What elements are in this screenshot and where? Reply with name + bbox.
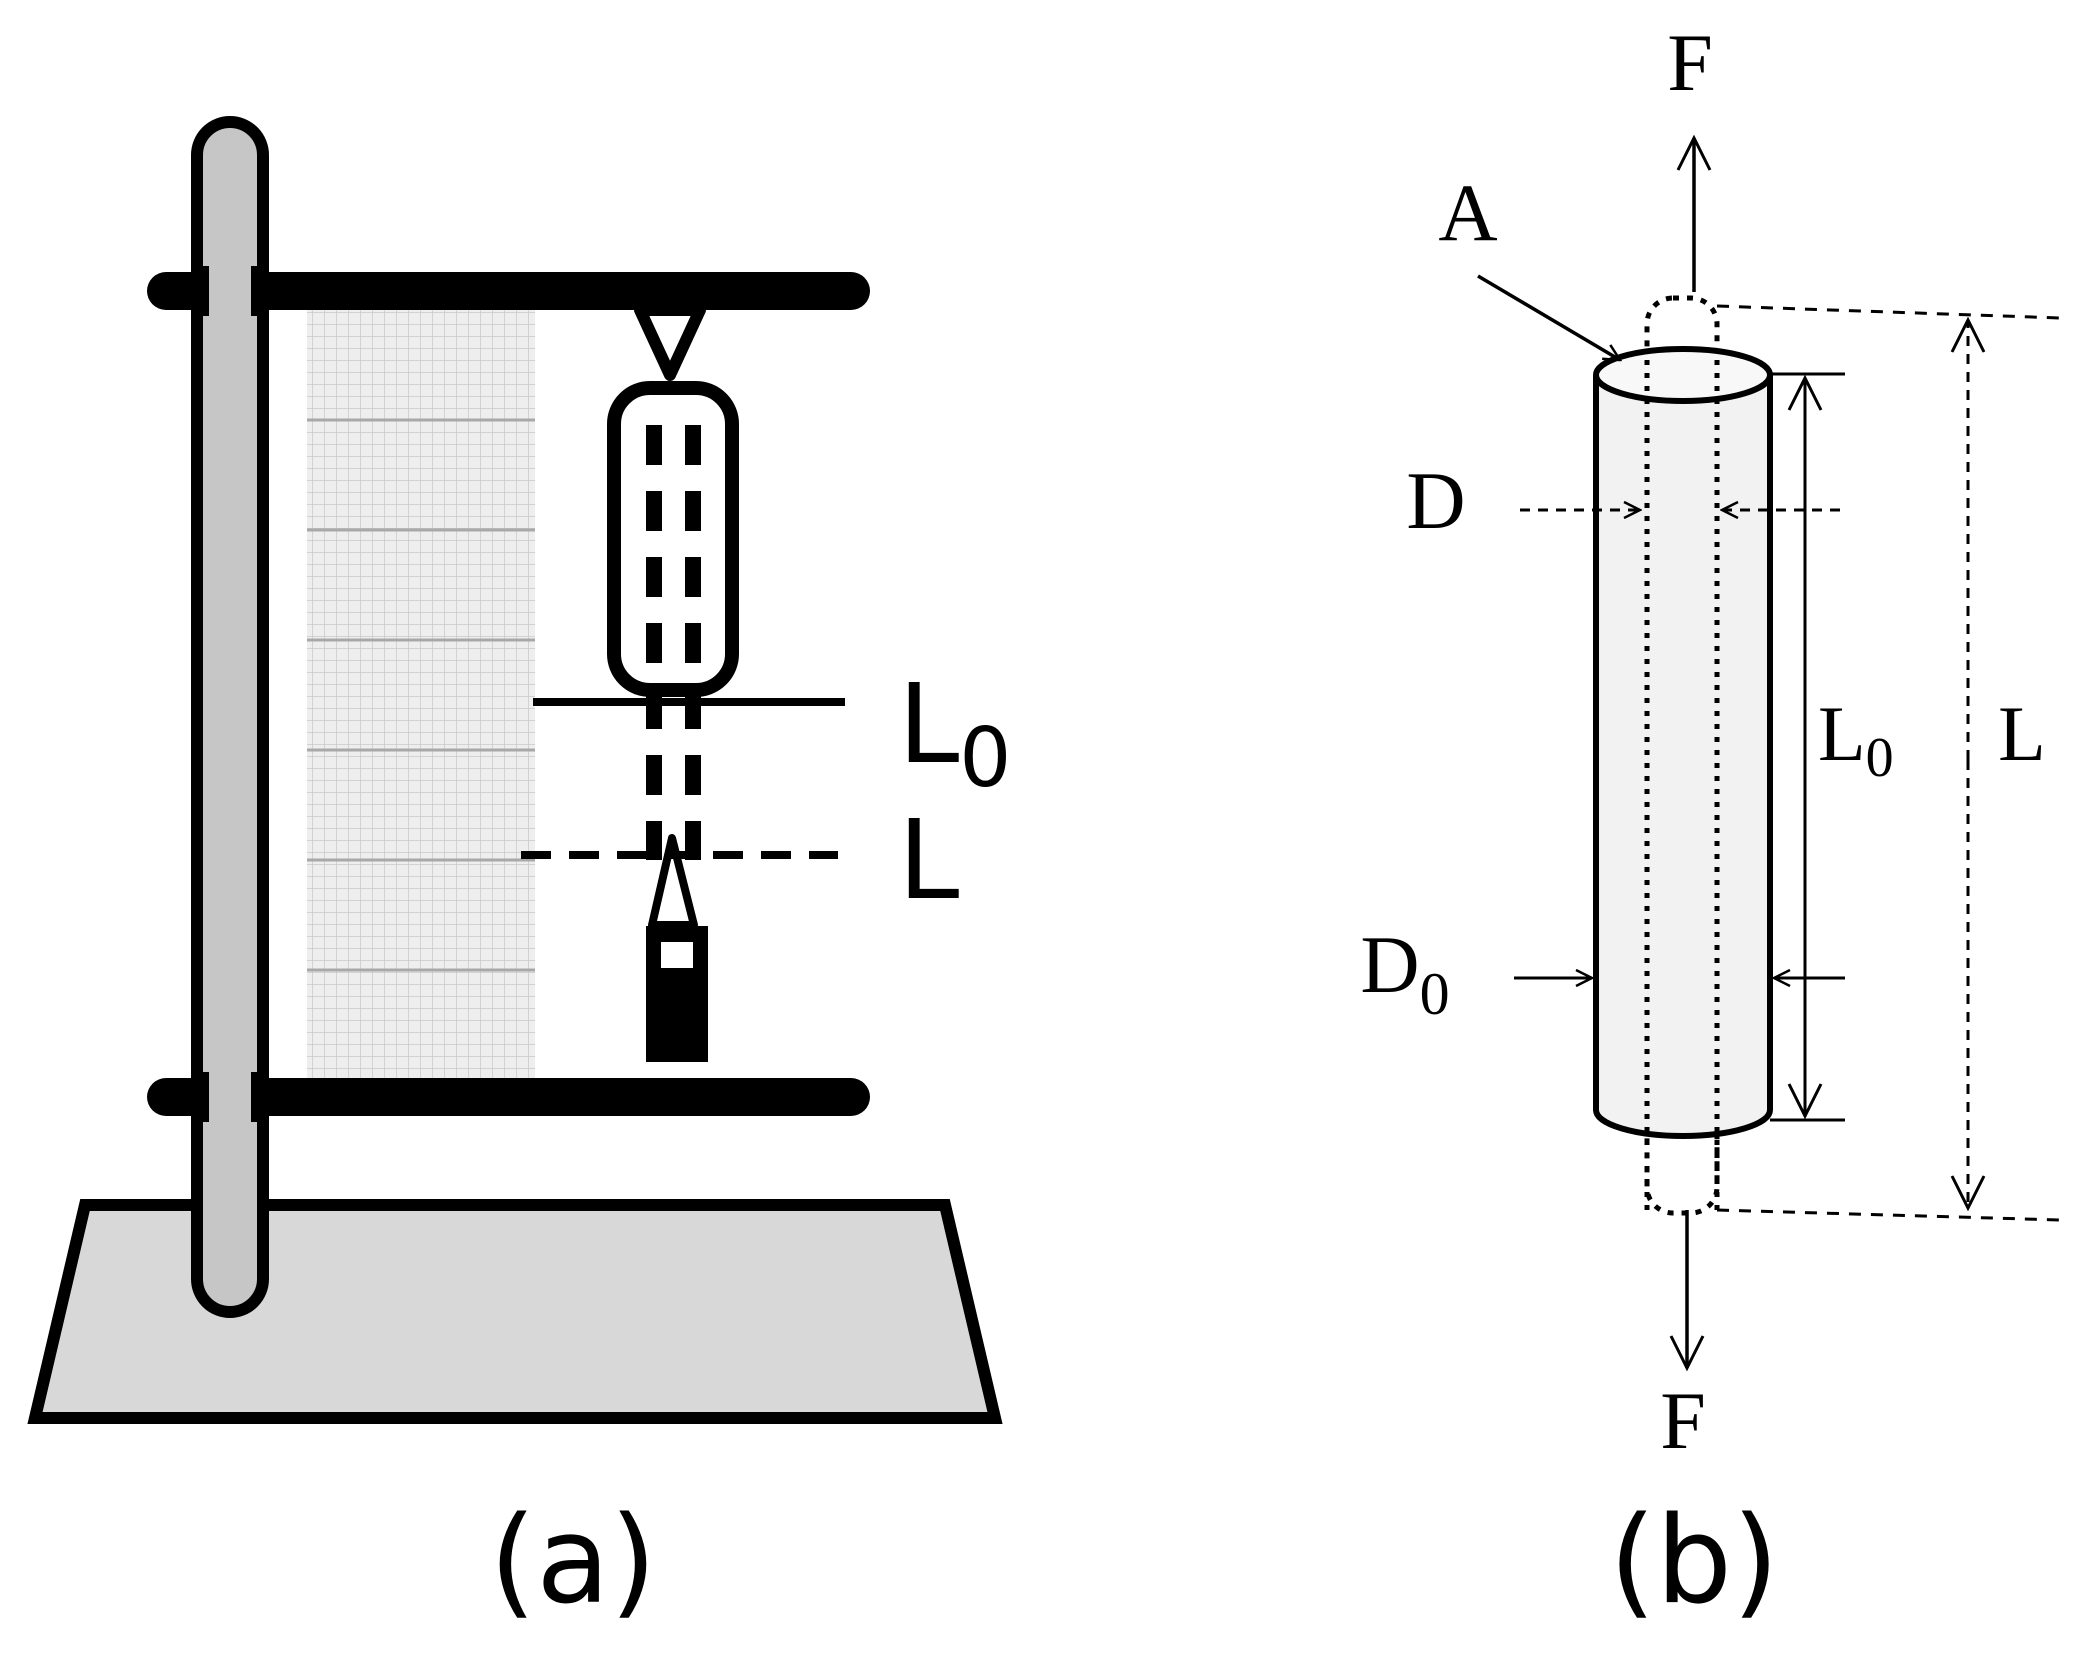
scale-major-lines [307,418,535,972]
specimen-cylinder [1593,375,1773,1139]
label-force-top: F [1667,17,1713,108]
elongation-dashes [646,425,701,860]
weight-hook [648,834,698,929]
top-clamp-arm [147,272,870,310]
stand-base [27,1199,1003,1424]
millimetre-scale [307,310,535,1080]
label-diameter: D [1406,455,1465,546]
label-l0-a: L0 [898,660,1011,806]
rod-overlay-top [203,266,257,316]
specimen-top-face [1593,346,1773,404]
l-top-extension [1716,304,2061,320]
label-d0: D0 [1360,919,1449,1027]
rod-overlay-bottom [203,1072,257,1122]
panel-a-apparatus: L0 L (a) [27,116,1011,1631]
specimen-tube [607,381,739,697]
label-l0-b: L0 [1818,690,1894,789]
label-l-b: L [1998,690,2046,777]
stand-rod [191,116,269,1318]
bottom-clamp-arm [147,1078,870,1116]
l-bottom-extension [1716,1208,2061,1222]
label-force-bottom: F [1660,1375,1706,1466]
panel-b-specimen: F F A D D0 L0 [1360,17,2061,1631]
caption-b: (b) [1609,1492,1779,1631]
label-l-a: L [898,796,959,924]
area-pointer-arrow [1477,274,1620,362]
label-area: A [1438,167,1497,258]
caption-a: (a) [489,1492,656,1631]
top-hook [634,304,706,381]
